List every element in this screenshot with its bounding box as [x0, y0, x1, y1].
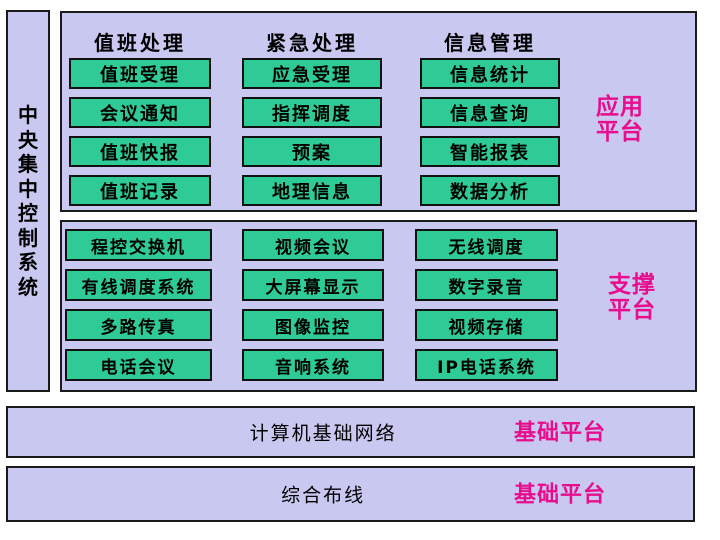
- support-platform-label: 支撑 平台: [608, 273, 678, 323]
- system-title-char: 系: [18, 250, 38, 274]
- support-column-2: 视频会议 大屏幕显示 图像监控 音响系统: [242, 222, 384, 389]
- emergency-processing-column: 紧急处理 应急受理 指挥调度 预案 地理信息: [242, 13, 382, 214]
- application-platform-label-line2: 平台: [596, 119, 644, 145]
- module-box: 信息统计: [420, 58, 560, 89]
- module-box: 电话会议: [65, 349, 212, 381]
- module-box: 值班记录: [69, 175, 211, 206]
- module-box: 应急受理: [242, 58, 382, 89]
- cabling-base-title: 综合布线: [281, 484, 366, 507]
- support-platform-panel: 程控交换机 有线调度系统 多路传真 电话会议 视频会议 大屏幕显示 图像监控 音…: [60, 220, 697, 392]
- central-control-system-bar: 中 央 集 中 控 制 系 统: [6, 10, 50, 392]
- support-column-1: 程控交换机 有线调度系统 多路传真 电话会议: [65, 222, 212, 389]
- module-box: 值班受理: [69, 58, 211, 89]
- module-box: 视频存储: [415, 309, 558, 341]
- system-title-char: 统: [18, 274, 38, 299]
- module-box: 数字录音: [415, 269, 558, 301]
- module-box: 无线调度: [415, 229, 558, 261]
- information-management-column: 信息管理 信息统计 信息查询 智能报表 数据分析: [420, 13, 560, 214]
- module-box: 音响系统: [242, 349, 384, 381]
- network-base-title: 计算机基础网络: [249, 422, 397, 445]
- module-box: 地理信息: [242, 175, 382, 206]
- column-header-emergency: 紧急处理: [266, 30, 358, 55]
- module-box: 大屏幕显示: [242, 269, 384, 301]
- base-platform-label: 基础平台: [513, 420, 607, 446]
- module-box: 数据分析: [420, 175, 560, 206]
- module-box: 会议通知: [69, 97, 211, 128]
- application-platform-label-line1: 应用: [596, 94, 644, 120]
- module-box: IP电话系统: [415, 349, 558, 381]
- system-title-char: 集: [18, 152, 38, 176]
- module-box: 有线调度系统: [65, 269, 212, 301]
- network-base-bar: 计算机基础网络 基础平台: [6, 406, 695, 458]
- cabling-base-bar: 综合布线 基础平台: [6, 466, 695, 522]
- column-header-duty: 值班处理: [94, 30, 186, 55]
- module-box: 多路传真: [65, 309, 212, 341]
- module-box: 预案: [242, 136, 382, 167]
- support-column-3: 无线调度 数字录音 视频存储 IP电话系统: [415, 222, 558, 389]
- system-title-char: 制: [18, 225, 38, 250]
- support-platform-label-line1: 支撑: [608, 272, 656, 298]
- module-box: 视频会议: [242, 229, 384, 261]
- duty-processing-column: 值班处理 值班受理 会议通知 值班快报 值班记录: [69, 13, 211, 214]
- support-platform-label-line2: 平台: [608, 297, 656, 323]
- module-box: 信息查询: [420, 97, 560, 128]
- base-platform-label: 基础平台: [513, 482, 607, 508]
- system-title-char: 中: [18, 176, 38, 201]
- module-box: 图像监控: [242, 309, 384, 341]
- module-box: 指挥调度: [242, 97, 382, 128]
- module-box: 程控交换机: [65, 229, 212, 261]
- system-title-char: 控: [18, 201, 38, 225]
- system-title-char: 央: [18, 127, 38, 152]
- module-box: 智能报表: [420, 136, 560, 167]
- application-platform-label: 应用 平台: [596, 95, 666, 145]
- module-box: 值班快报: [69, 136, 211, 167]
- column-header-info: 信息管理: [444, 30, 536, 55]
- application-platform-panel: 值班处理 值班受理 会议通知 值班快报 值班记录 紧急处理 应急受理 指挥调度 …: [60, 11, 697, 212]
- system-title-char: 中: [18, 103, 38, 127]
